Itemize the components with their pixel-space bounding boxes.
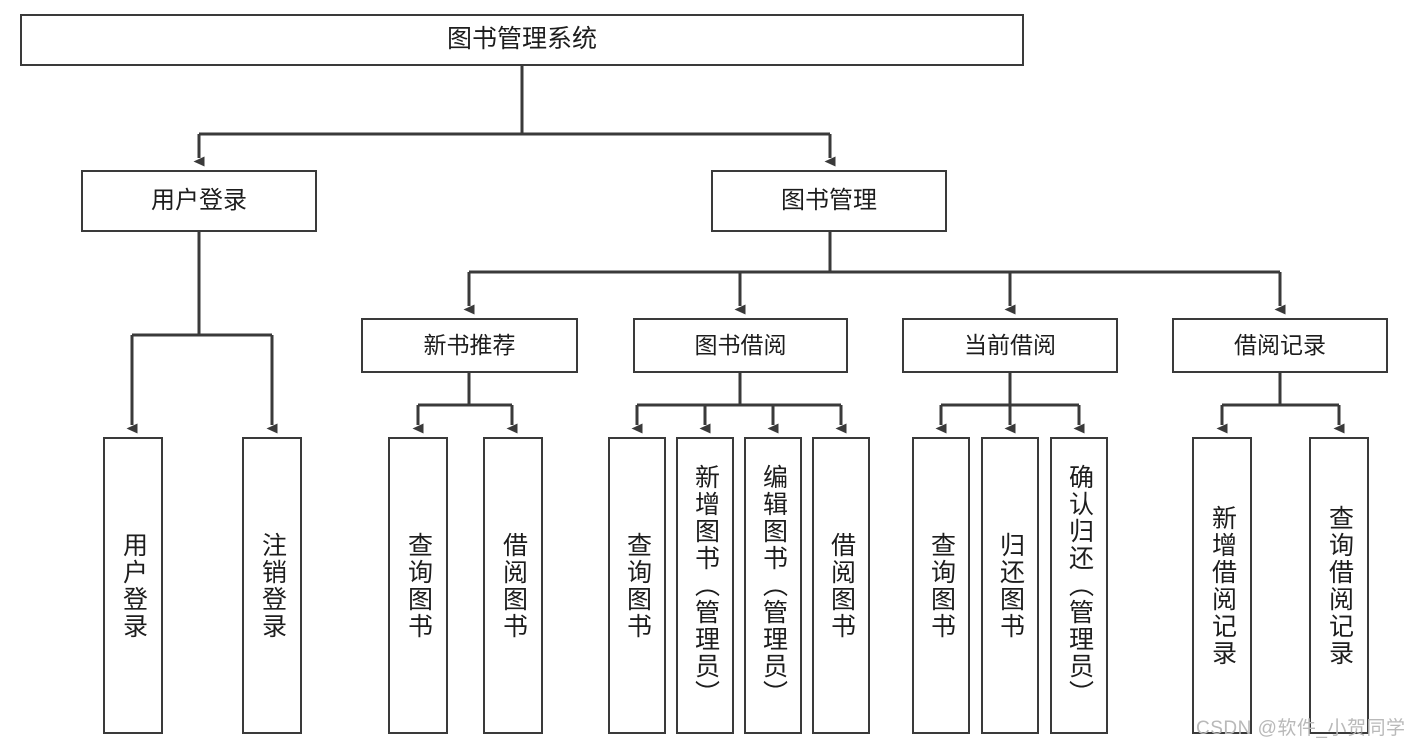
leaf-borrow-book-borrow[interactable]: 借阅图书 (812, 437, 870, 734)
node-book-management[interactable]: 图书管理 (711, 170, 947, 232)
leaf-query-book-recommend[interactable]: 查询图书 (388, 437, 448, 734)
leaf-label: 新增借阅记录 (1208, 504, 1237, 667)
node-label: 借阅记录 (1234, 331, 1326, 358)
node-label: 图书管理系统 (446, 25, 597, 54)
leaf-label: 查询借阅记录 (1325, 504, 1354, 667)
node-book-management-system[interactable]: 图书管理系统 (20, 14, 1024, 66)
leaf-confirm-return[interactable]: 确认归还（管理员） (1050, 437, 1108, 734)
leaf-label: 借阅图书 (499, 531, 528, 640)
node-current-borrow[interactable]: 当前借阅 (902, 318, 1118, 373)
node-label: 图书管理 (781, 186, 877, 214)
leaf-label: 注销登录 (258, 531, 287, 640)
leaf-label: 确认归还（管理员） (1065, 464, 1094, 707)
leaf-borrow-book-recommend[interactable]: 借阅图书 (483, 437, 543, 734)
leaf-label: 查询图书 (623, 531, 652, 640)
node-label: 用户登录 (151, 186, 247, 214)
node-label: 当前借阅 (964, 331, 1056, 358)
node-user-login[interactable]: 用户登录 (81, 170, 317, 232)
node-book-borrow[interactable]: 图书借阅 (633, 318, 848, 373)
leaf-label: 查询图书 (927, 531, 956, 640)
leaf-label: 用户登录 (119, 531, 148, 640)
leaf-user-logout[interactable]: 注销登录 (242, 437, 302, 734)
node-borrow-record[interactable]: 借阅记录 (1172, 318, 1388, 373)
node-label: 新书推荐 (423, 331, 516, 358)
leaf-edit-book[interactable]: 编辑图书（管理员） (744, 437, 802, 734)
leaf-label: 查询图书 (404, 531, 433, 640)
node-new-book-recommend[interactable]: 新书推荐 (361, 318, 578, 373)
leaf-user-login[interactable]: 用户登录 (103, 437, 163, 734)
leaf-add-borrow-record[interactable]: 新增借阅记录 (1192, 437, 1252, 734)
leaf-query-book-current[interactable]: 查询图书 (912, 437, 970, 734)
leaf-label: 新增图书（管理员） (691, 464, 720, 707)
leaf-query-borrow-record[interactable]: 查询借阅记录 (1309, 437, 1369, 734)
leaf-label: 借阅图书 (827, 531, 856, 640)
leaf-return-book[interactable]: 归还图书 (981, 437, 1039, 734)
leaf-query-book-borrow[interactable]: 查询图书 (608, 437, 666, 734)
leaf-add-book[interactable]: 新增图书（管理员） (676, 437, 734, 734)
leaf-label: 归还图书 (996, 531, 1025, 640)
node-label: 图书借阅 (694, 331, 787, 358)
leaf-label: 编辑图书（管理员） (759, 464, 788, 707)
